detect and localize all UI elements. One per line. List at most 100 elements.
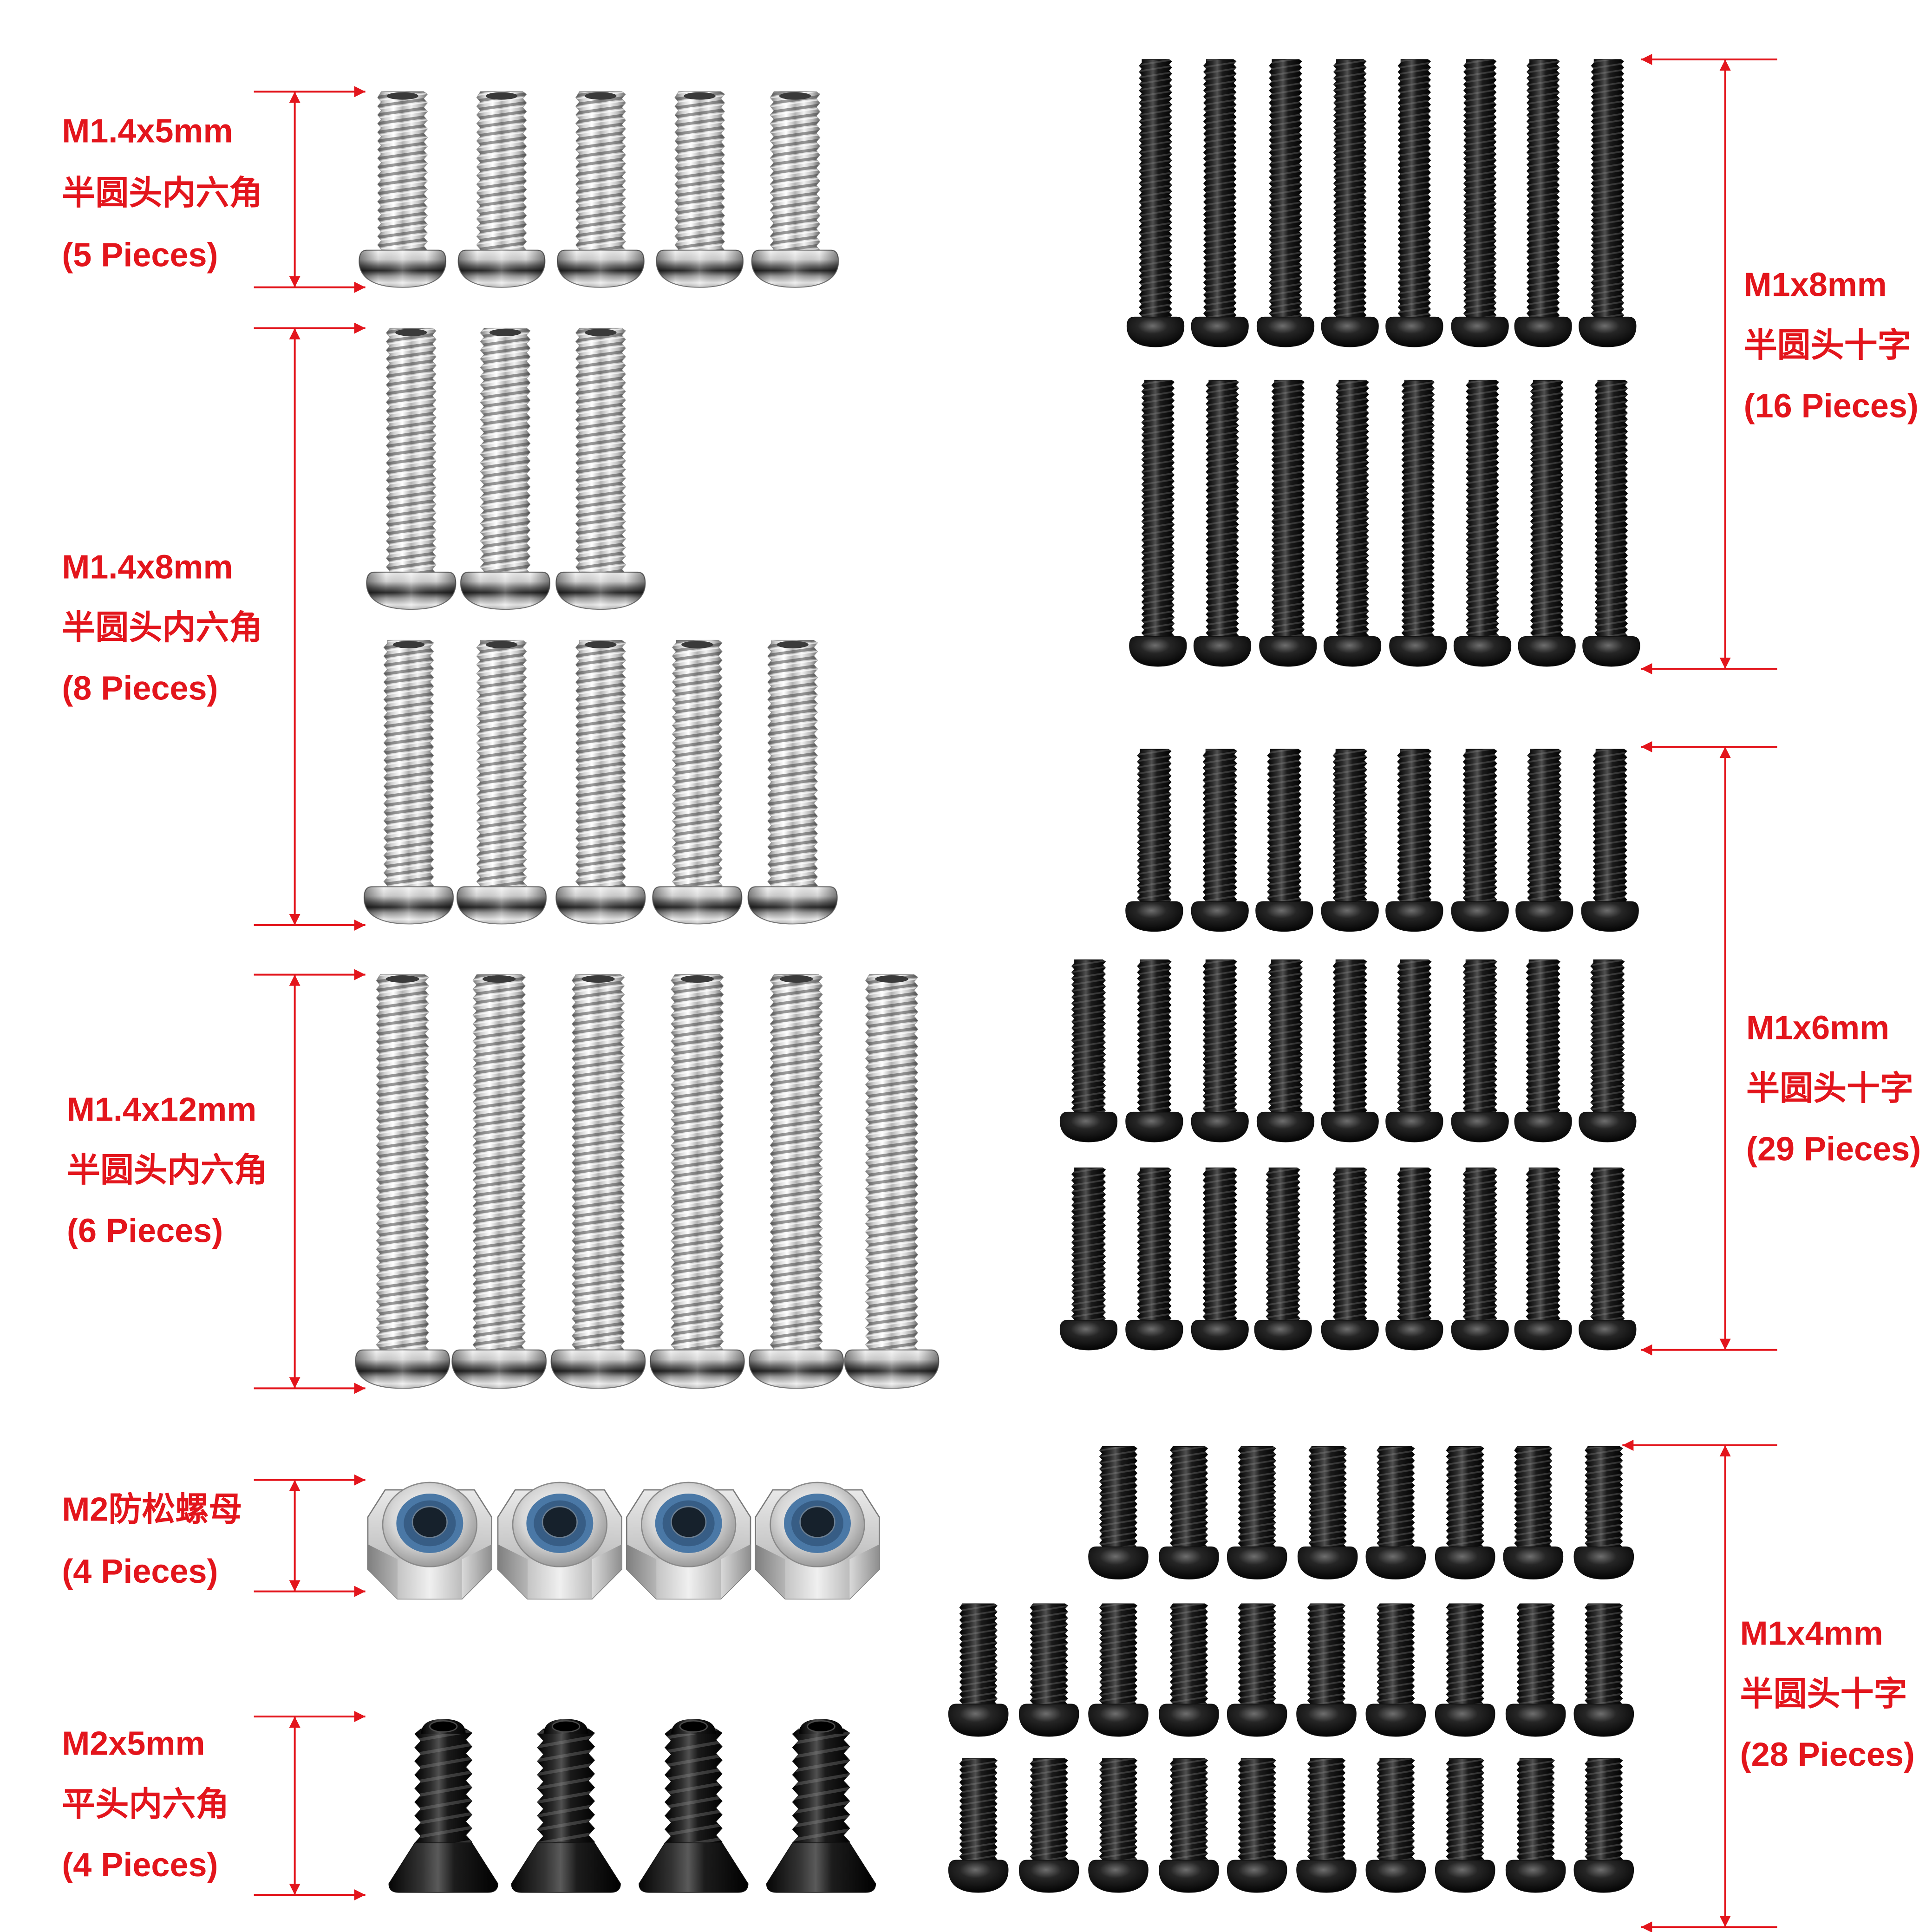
screw-head-shade <box>556 572 646 609</box>
screw-thread <box>1402 380 1434 640</box>
black-button-head-phillips-screw-icon <box>1581 749 1639 932</box>
screw-head-shade <box>452 1350 546 1389</box>
screw-head <box>948 1860 1009 1893</box>
screw-thread <box>1204 59 1236 321</box>
hex-socket <box>777 641 809 648</box>
nut-face <box>592 1544 622 1599</box>
silver-button-head-hex-screw-icon <box>556 91 645 288</box>
nylon-lock-nut-icon <box>497 1482 622 1599</box>
black-button-head-phillips-screw-icon <box>1255 749 1313 932</box>
black-button-head-phillips-screw-icon <box>1582 379 1640 667</box>
screw-head <box>1451 316 1509 347</box>
screw-head-shade <box>749 1350 843 1389</box>
hex-socket <box>551 1720 581 1733</box>
screw-thread <box>476 91 527 255</box>
screw-head-shade <box>748 887 837 924</box>
size-label: M2x5mm <box>62 1725 205 1762</box>
black-button-head-phillips-screw-icon <box>1321 959 1379 1142</box>
screw-head <box>1297 1546 1358 1580</box>
label-group-m1-4x5mm: M1.4x5mm 半圆头内六角 (5 Pieces) <box>62 113 262 274</box>
hex-socket <box>779 92 811 100</box>
black-countersunk-hex-screw-icon <box>388 1719 498 1893</box>
screw-thread <box>473 974 525 1355</box>
screw-head <box>1159 1704 1219 1737</box>
screw-thread <box>1308 1604 1345 1708</box>
black-button-head-phillips-screw-icon <box>1254 1167 1312 1351</box>
label-group-m1x4mm: M1x4mm 半圆头十字 (28 Pieces) <box>1740 1615 1915 1773</box>
screw-thread <box>1527 749 1561 906</box>
black-button-head-phillips-screw-icon <box>1259 379 1317 667</box>
nut-bore <box>799 1506 835 1538</box>
nut-face <box>755 1544 785 1599</box>
hex-socket <box>581 975 615 983</box>
screw-thread <box>1397 749 1431 906</box>
head-type-label: 半圆头内六角 <box>62 175 262 212</box>
hex-socket <box>392 641 425 648</box>
screw-head <box>1227 1704 1287 1737</box>
screw-thread <box>959 1758 997 1864</box>
screw-thread <box>1526 959 1560 1116</box>
screw-thread <box>1526 1168 1560 1324</box>
screw-head-shade <box>359 250 446 287</box>
screw-thread <box>1266 1168 1300 1324</box>
screw-head <box>1256 316 1315 347</box>
screw-thread <box>1238 1758 1276 1864</box>
black-button-head-phillips-screw-icon <box>1518 379 1576 667</box>
black-button-head-phillips-screw-icon <box>1514 59 1572 347</box>
hex-socket <box>680 975 714 983</box>
size-label: M1.4x12mm <box>67 1091 256 1128</box>
black-button-head-phillips-screw-icon <box>1191 749 1249 932</box>
screw-thread <box>1527 59 1560 321</box>
hex-socket <box>585 329 617 336</box>
screw-head <box>1256 1111 1315 1142</box>
screw-head <box>1321 901 1379 932</box>
screw-thread <box>1514 1446 1552 1551</box>
size-label: M1x8mm <box>1744 266 1887 303</box>
screw-thread <box>1238 1604 1276 1708</box>
screw-head <box>1125 1111 1183 1142</box>
screw-head <box>1059 1111 1118 1142</box>
screw-head <box>1573 1704 1634 1737</box>
screw-thread <box>1170 1758 1208 1864</box>
screw-head-shade <box>364 887 453 924</box>
screw-head-shade <box>557 250 644 287</box>
screw-head <box>1453 636 1512 667</box>
screw-head <box>1514 1319 1572 1351</box>
screw-thread <box>1170 1604 1208 1708</box>
screw-head <box>1385 316 1443 347</box>
silver-button-head-hex-screw-icon <box>550 974 646 1389</box>
count-label: (5 Pieces) <box>62 236 218 274</box>
screw-head <box>1579 1319 1637 1351</box>
hex-socket <box>585 641 617 648</box>
screw-thread <box>959 1604 997 1708</box>
black-button-head-phillips-screw-icon <box>1191 59 1249 347</box>
screw-thread <box>1398 59 1430 321</box>
screw-head <box>1435 1546 1495 1580</box>
screw-thread <box>1142 380 1174 640</box>
screw-thread <box>1203 749 1237 906</box>
screw-head <box>1385 1111 1443 1142</box>
screw-thread <box>770 91 820 255</box>
hex-socket <box>779 975 813 983</box>
screw-head <box>1451 901 1509 932</box>
black-button-head-phillips-screw-icon <box>1389 379 1447 667</box>
screw-head <box>1259 636 1317 667</box>
black-button-head-phillips-screw-icon <box>1505 1758 1566 1893</box>
silver-button-head-hex-screw-icon <box>359 91 447 288</box>
count-label: (4 Pieces) <box>62 1553 218 1590</box>
screw-thread <box>1137 1168 1171 1324</box>
head-type-label: 平头内六角 <box>62 1786 229 1823</box>
screw-thread <box>384 640 434 892</box>
black-button-head-phillips-screw-icon <box>1385 59 1443 347</box>
screw-thread <box>1517 1758 1554 1864</box>
black-button-head-phillips-screw-icon <box>1503 1446 1564 1580</box>
screw-head <box>1385 1319 1443 1351</box>
black-button-head-phillips-screw-icon <box>1129 379 1187 667</box>
screw-thread <box>866 974 918 1355</box>
screw-thread <box>1333 749 1367 906</box>
silver-button-head-hex-screw-icon <box>451 974 547 1389</box>
screw-head <box>1159 1546 1219 1580</box>
screw-head <box>1088 1860 1149 1893</box>
screw-head-shade <box>556 887 646 924</box>
black-button-head-phillips-screw-icon <box>1451 1167 1509 1351</box>
